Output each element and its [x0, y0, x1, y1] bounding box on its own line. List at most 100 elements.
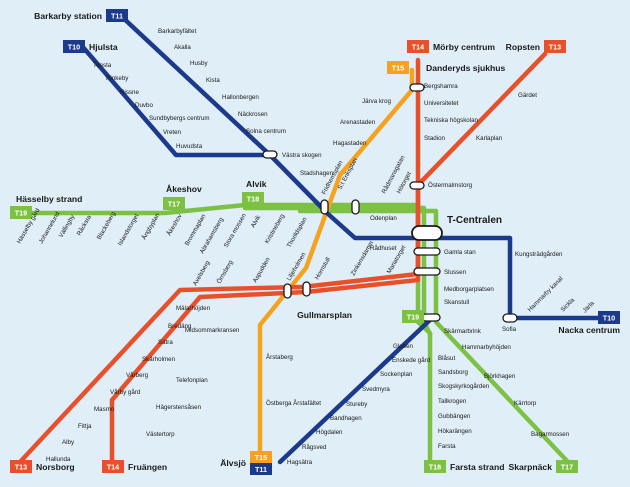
stations-blue-north: Barkarbyfältet Akalla Husby Kista Hallon… — [93, 28, 334, 177]
interchange-odenplan — [351, 199, 360, 215]
svg-text:T19: T19 — [407, 313, 419, 322]
station-varberg: Vårberg — [126, 372, 149, 379]
svg-text:T17: T17 — [168, 200, 180, 209]
terminal-t-centralen: T-Centralen — [447, 215, 502, 226]
svg-text:T13: T13 — [15, 463, 27, 472]
station-gubbangen: Gubbängen — [438, 413, 471, 420]
stations-south: Årstaberg Östberga Årstafältet Globen En… — [266, 343, 431, 466]
terminal-hjulsta: Hjulsta — [89, 42, 118, 52]
station-akalla: Akalla — [174, 44, 191, 51]
badge-t19-hasselby: T19 — [10, 206, 32, 219]
interchange-liljeholmen — [283, 283, 292, 299]
interchange-slussen — [413, 267, 441, 276]
terminal-alvik: Alvik — [246, 179, 267, 189]
svg-text:T14: T14 — [107, 463, 119, 472]
station-gamla-stan: Gamla stan — [444, 249, 476, 256]
station-huvudsta: Huvudsta — [176, 143, 203, 150]
station-ostermalmstorg: Östermalmstorg — [428, 182, 473, 189]
badge-t14-morby: T14 — [407, 40, 429, 53]
station-skanstull: Skanstull — [444, 299, 469, 306]
station-hammarbyhojden: Hammarbyhöjden — [462, 344, 511, 351]
station-enskede-gard: Enskede gård — [392, 357, 431, 364]
station-vreten: Vreten — [163, 129, 182, 136]
station-karlaplan: Karlaplan — [476, 135, 503, 142]
station-sockenplan: Sockenplan — [380, 371, 413, 378]
svg-text:T18: T18 — [429, 463, 441, 472]
svg-text:T11: T11 — [255, 465, 267, 474]
station-stadshagen: Stadshagen — [300, 170, 334, 177]
badge-t11-alvsjo: T11 — [250, 463, 272, 475]
station-hagerstensasen: Hägerstensåsen — [156, 404, 202, 411]
station-nackrosen: Näckrosen — [238, 111, 268, 118]
terminal-danderyd: Danderyds sjukhus — [426, 63, 505, 73]
svg-text:T10: T10 — [68, 43, 80, 52]
terminal-akeshov: Åkeshov — [166, 184, 202, 194]
badge-t15-danderyd: T15 — [387, 61, 409, 74]
station-varby-gard: Vårby gård — [110, 389, 141, 396]
station-svedmyra: Svedmyra — [362, 386, 390, 393]
station-vastra-skogen: Västra skogen — [282, 152, 322, 159]
station-stureby: Stureby — [346, 401, 368, 408]
stations-green-south: Skärmarbrink Hammarbyhöjden Björkhagen K… — [438, 328, 570, 450]
station-vastertorp: Västertorp — [146, 431, 175, 438]
svg-text:T14: T14 — [412, 43, 424, 52]
svg-text:T19: T19 — [15, 209, 27, 218]
badge-t11-barkarby: T11 — [106, 9, 128, 22]
line-t11-route — [117, 12, 605, 321]
station-bagarmossen: Bagarmossen — [531, 431, 570, 438]
station-globen: Globen — [393, 343, 414, 350]
station-skogskyrkogarden: Skogskyrkogården — [438, 383, 490, 390]
station-skarmarbrink: Skärmarbrink — [444, 328, 482, 335]
station-sundbyberg: Sundbybergs centrum — [149, 115, 210, 122]
badge-t13-ropsten: T13 — [544, 40, 566, 53]
station-kista: Kista — [206, 77, 220, 84]
badge-t18-alvik: T18 — [242, 192, 264, 205]
station-masmo: Masmo — [94, 406, 115, 413]
station-bandhagen: Bandhagen — [330, 415, 362, 422]
station-hagastaden: Hagastaden — [333, 140, 367, 147]
station-bergshamra: Bergshamra — [424, 83, 458, 90]
station-farsta-st: Farsta — [438, 443, 456, 450]
station-barkarbyfaltet: Barkarbyfältet — [158, 28, 196, 35]
station-telefonplan: Telefonplan — [176, 377, 208, 384]
interchange-sofia — [502, 313, 518, 323]
station-sofia: Sofia — [502, 326, 517, 333]
terminal-morby: Mörby centrum — [433, 42, 495, 52]
station-jarva-krog: Järva krog — [362, 98, 391, 105]
svg-text:T17: T17 — [561, 463, 573, 472]
interchange-vastra-skogen — [262, 150, 278, 159]
station-hokarangen: Hökarängen — [438, 428, 472, 435]
station-radhuset: Rådhuset — [370, 245, 397, 252]
svg-text:T13: T13 — [549, 43, 561, 52]
terminal-skarpnack: Skarpnäck — [509, 462, 553, 472]
station-arstaberg: Årstaberg — [266, 354, 293, 361]
station-arenastaden: Arenastaden — [340, 119, 376, 126]
interchange-fridhemsplan — [320, 199, 329, 215]
station-blasut: Blåsut — [438, 355, 455, 362]
terminal-barkarby: Barkarby station — [34, 11, 102, 21]
svg-text:T15: T15 — [392, 64, 404, 73]
interchange-t-centralen — [411, 225, 443, 241]
badge-t15-alvsjo: T15 — [250, 451, 272, 463]
badge-t10-hjulsta: T10 — [63, 40, 85, 53]
interchange-gamla-stan — [413, 247, 441, 256]
terminal-ropsten: Ropsten — [506, 42, 540, 52]
station-tensta: Tensta — [93, 62, 112, 69]
station-karrtorp: Kärrtorp — [514, 400, 537, 407]
station-bjorkhagen: Björkhagen — [484, 373, 516, 380]
station-slussen: Slussen — [444, 269, 467, 276]
badge-t17-skarpnack: T17 — [556, 460, 578, 473]
station-hogdalen: Högdalen — [316, 429, 343, 436]
station-tekniska: Tekniska högskolan — [424, 117, 479, 124]
terminal-fruangen: Fruängen — [128, 462, 167, 472]
station-solna-centrum: Solna centrum — [246, 128, 286, 135]
svg-text:T10: T10 — [603, 314, 615, 323]
station-sandsborg: Sandsborg — [438, 369, 468, 376]
badge-t10-nacka: T10 — [598, 311, 620, 324]
terminal-farsta: Farsta strand — [450, 462, 504, 472]
svg-text:T18: T18 — [247, 195, 259, 204]
line-t13-route — [17, 51, 548, 465]
terminal-hasselby: Hässelby strand — [16, 194, 82, 204]
interchange-gullmarsplan — [421, 313, 441, 322]
